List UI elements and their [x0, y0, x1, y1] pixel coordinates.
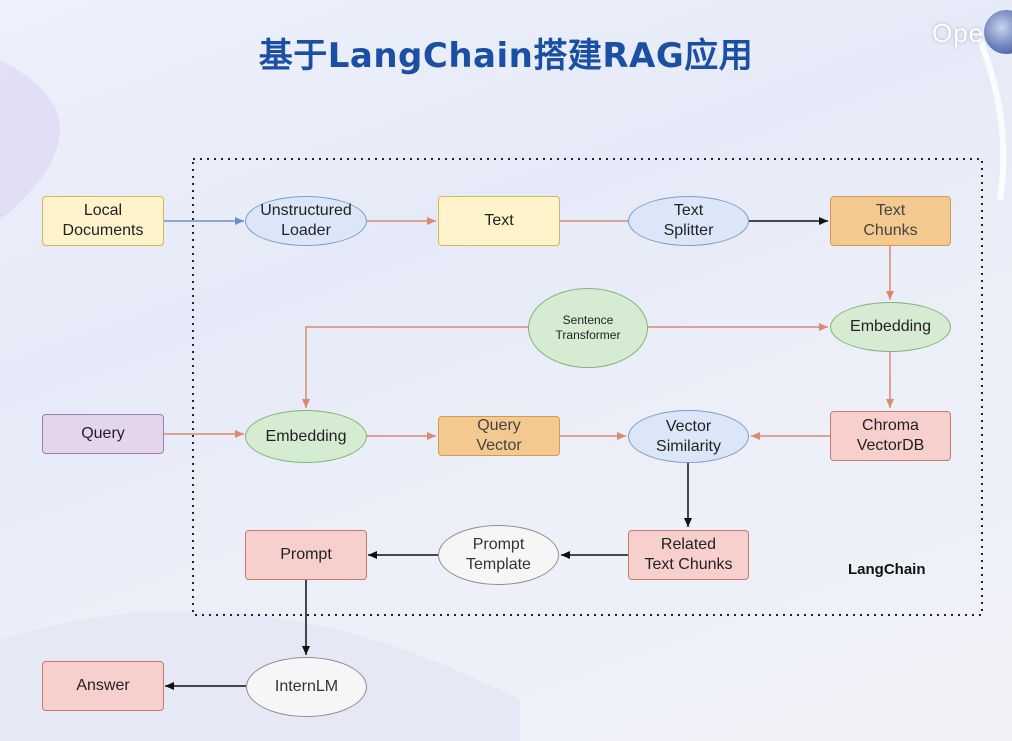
prompt-template-node: Prompt Template	[438, 525, 559, 585]
node-label: Embedding	[265, 427, 347, 445]
langchain-label: LangChain	[848, 561, 926, 578]
langchain-container	[192, 158, 983, 616]
answer-node: Answer	[42, 661, 164, 711]
page-title: 基于LangChain搭建RAG应用	[258, 36, 754, 76]
node-label: Local Documents	[62, 202, 144, 239]
brand-logo: Ope	[932, 8, 1012, 56]
node-label: Embedding	[850, 318, 931, 335]
node-label: Query	[81, 425, 125, 442]
query-node: Query	[42, 414, 164, 454]
node-label: Prompt Template	[466, 536, 531, 573]
node-label: Text Chunks	[863, 202, 918, 239]
query-vector-node: Query Vector	[438, 416, 560, 456]
node-label: Prompt	[280, 546, 332, 563]
node-label: InternLM	[274, 678, 339, 695]
node-label: Vector Similarity	[656, 417, 721, 455]
embedding-document-node: Embedding	[830, 302, 951, 352]
embedding-query-node: Embedding	[245, 410, 367, 463]
related-text-chunks-node: Related Text Chunks	[628, 530, 749, 580]
edge-transformer-to-query-embedding	[302, 326, 528, 408]
node-label: Unstructured Loader	[260, 202, 352, 239]
node-label: Answer	[76, 677, 130, 694]
node-label: Sentence Transformer	[555, 313, 621, 342]
brand-text: Ope	[932, 18, 985, 48]
sentence-transformer-node: Sentence Transformer	[528, 288, 648, 368]
node-label: Chroma VectorDB	[856, 417, 925, 454]
node-label: Query Vector	[476, 417, 522, 454]
text-node: Text	[438, 196, 560, 246]
vector-similarity-node: Vector Similarity	[628, 410, 749, 463]
node-label: Text	[484, 212, 514, 229]
internlm-node: InternLM	[246, 657, 367, 717]
prompt-node: Prompt	[245, 530, 367, 580]
text-splitter-node: Text Splitter	[628, 196, 749, 246]
node-label: Related Text Chunks	[644, 536, 733, 573]
text-chunks-node: Text Chunks	[830, 196, 951, 246]
local-documents-node: Local Documents	[42, 196, 164, 246]
node-label: Text Splitter	[663, 202, 714, 239]
unstructured-loader-node: Unstructured Loader	[245, 196, 367, 246]
chroma-vectordb-node: Chroma VectorDB	[830, 411, 951, 461]
